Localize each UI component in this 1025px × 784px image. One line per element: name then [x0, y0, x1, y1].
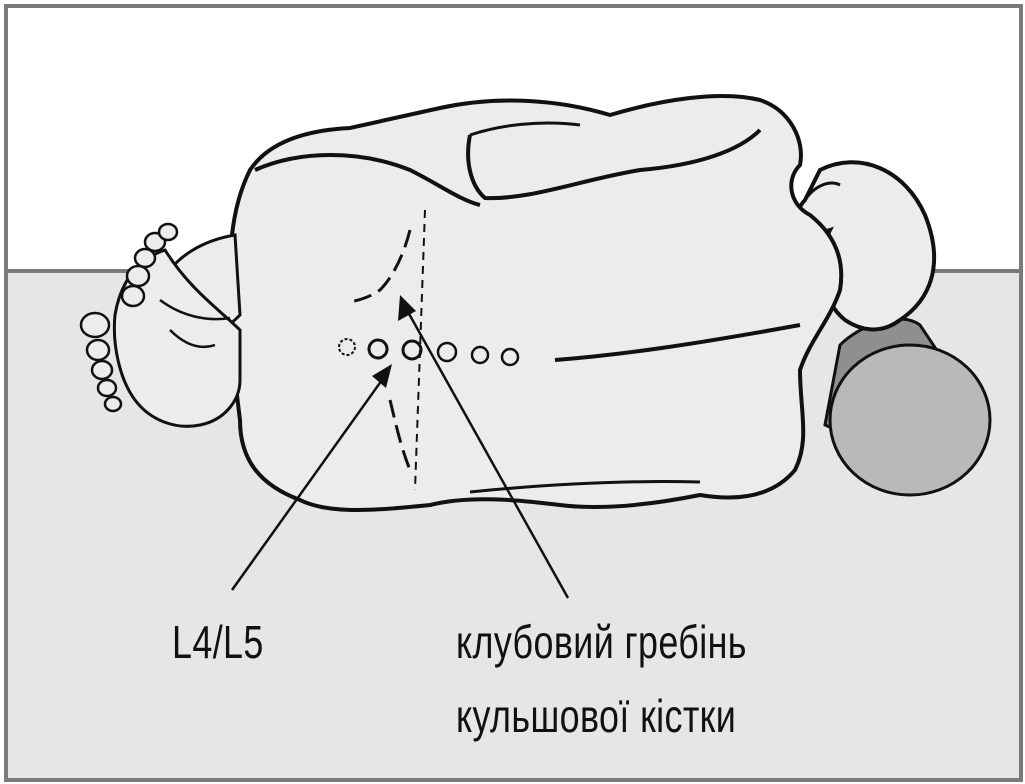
iliac-crest-label-line2: кульшової кістки [456, 690, 736, 742]
patient-body [230, 96, 841, 510]
iliac-crest-label-line1: клубовий гребінь [456, 616, 747, 668]
l4-l5-label: L4/L5 [172, 616, 264, 668]
